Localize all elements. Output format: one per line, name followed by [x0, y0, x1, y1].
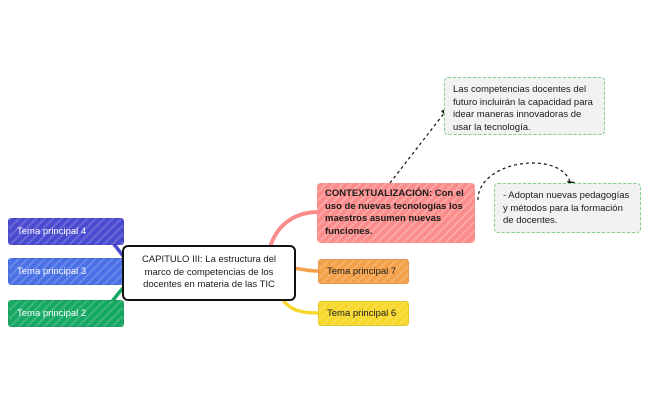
callout-right[interactable]: - Adoptan nuevas pedagogías y métodos pa…	[494, 183, 641, 233]
context-node[interactable]: CONTEXTUALIZACIÓN: Con el uso de nuevas …	[317, 183, 475, 243]
callout-top-text: Las competencias docentes del futuro inc…	[453, 84, 593, 133]
topic-label-4: Tema principal 4	[17, 225, 87, 237]
topic-label-7: Tema principal 7	[327, 265, 397, 277]
relation-line-right	[477, 162, 571, 201]
callout-right-text: - Adoptan nuevas pedagogías y métodos pa…	[503, 190, 630, 226]
topic-label-2: Tema principal 2	[17, 307, 87, 319]
topic-node-2[interactable]: Tema principal 2	[8, 300, 124, 327]
topic-node-4[interactable]: Tema principal 4	[8, 218, 124, 245]
topic-label-3: Tema principal 3	[17, 265, 87, 277]
central-topic-label: CAPITULO III: La estructura del marco de…	[141, 254, 277, 291]
topic-node-7[interactable]: Tema principal 7	[318, 259, 409, 284]
link-center-t7	[292, 266, 320, 273]
relation-line-top	[389, 111, 446, 184]
central-topic[interactable]: CAPITULO III: La estructura del marco de…	[122, 245, 296, 301]
topic-node-6[interactable]: Tema principal 6	[318, 301, 409, 326]
link-center-t6	[280, 297, 320, 315]
topic-label-6: Tema principal 6	[327, 307, 397, 319]
context-label: CONTEXTUALIZACIÓN: Con el uso de nuevas …	[325, 188, 464, 237]
topic-node-3[interactable]: Tema principal 3	[8, 258, 124, 285]
link-center-context	[268, 210, 320, 249]
callout-top[interactable]: Las competencias docentes del futuro inc…	[444, 77, 605, 135]
